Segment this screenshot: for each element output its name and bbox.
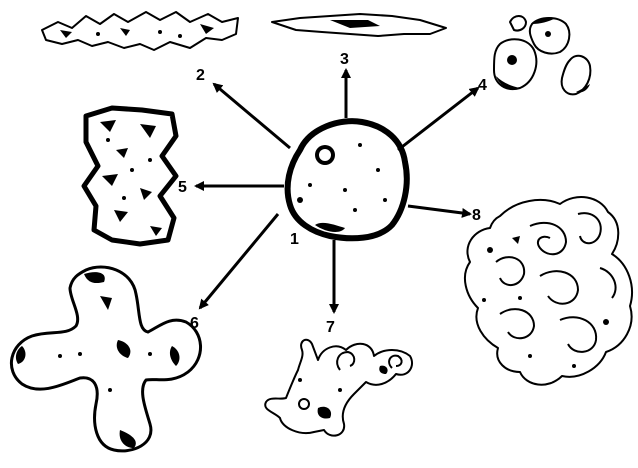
particle-6-four-lobed	[11, 267, 200, 451]
label-7: 7	[326, 319, 335, 336]
label-5: 5	[178, 179, 187, 196]
particle-2-elongated	[42, 12, 238, 50]
arrow-to-2	[214, 84, 290, 148]
arrow-to-6	[200, 214, 278, 308]
particle-3-sliver	[272, 14, 446, 36]
arrow-to-8	[408, 206, 470, 214]
particle-4-cluster	[494, 16, 590, 94]
central-particle	[288, 121, 407, 238]
label-6: 6	[190, 315, 199, 332]
label-4: 4	[478, 77, 487, 94]
label-3: 3	[340, 51, 349, 68]
particle-5-blocky	[84, 108, 176, 244]
label-1: 1	[290, 231, 299, 248]
particle-8-convoluted	[465, 197, 632, 385]
arrow-to-4	[398, 88, 478, 150]
label-2: 2	[196, 67, 205, 84]
label-8: 8	[472, 207, 481, 224]
particle-7-branching	[265, 340, 412, 436]
